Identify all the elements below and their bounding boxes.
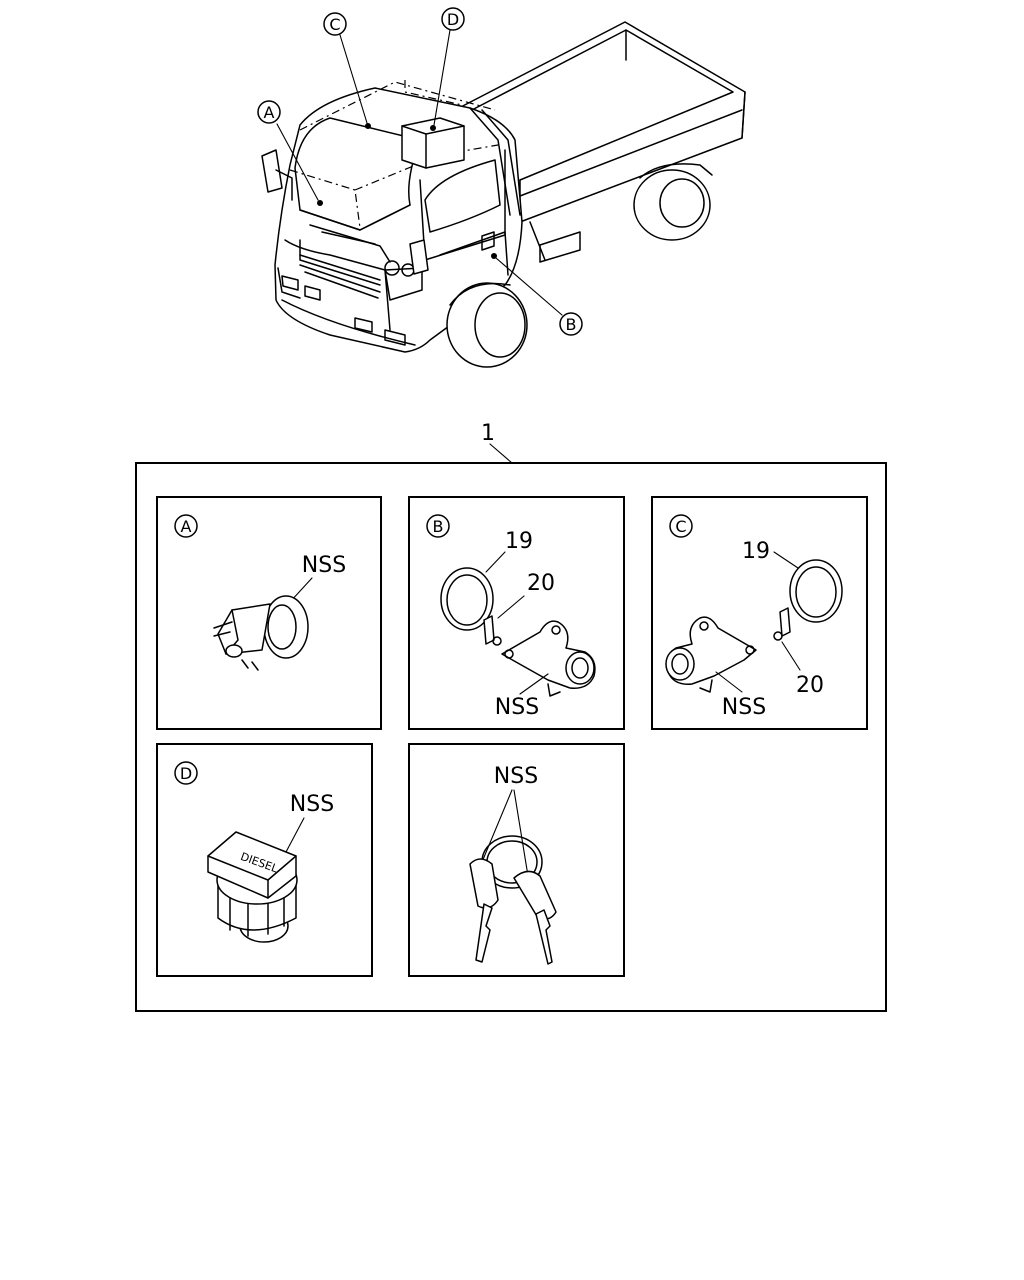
door-lock-b bbox=[501, 620, 596, 697]
key-right bbox=[513, 870, 557, 965]
panel-d-label: D bbox=[180, 764, 192, 783]
panel-b: B 19 20 NSS bbox=[408, 496, 625, 730]
panel-a: A NSS bbox=[156, 496, 382, 730]
panel-c-label: C bbox=[675, 517, 686, 536]
panel-a-part-nss: NSS bbox=[302, 553, 346, 578]
panel-keys: NSS bbox=[408, 743, 625, 977]
callout-b-label: B bbox=[566, 315, 577, 334]
panel-c-part-20: 20 bbox=[796, 673, 824, 698]
callout-a: A bbox=[257, 100, 323, 206]
seal-ring-c bbox=[789, 559, 843, 623]
panel-b-part-nss: NSS bbox=[495, 695, 539, 720]
clip-b bbox=[483, 615, 502, 646]
panel-b-part-20: 20 bbox=[527, 571, 555, 596]
rear-wheel bbox=[633, 163, 713, 241]
door-lock-c bbox=[665, 616, 757, 693]
callout-d-label: D bbox=[447, 10, 459, 29]
door-lock-cylinder-a bbox=[213, 595, 309, 671]
callout-d: D bbox=[430, 7, 465, 131]
seal-ring-b bbox=[440, 567, 494, 631]
assembly-leader bbox=[489, 443, 513, 464]
panel-c-part-nss: NSS bbox=[722, 695, 766, 720]
callout-b: B bbox=[491, 253, 583, 336]
key-left bbox=[469, 858, 499, 963]
front-wheel bbox=[446, 282, 528, 368]
panel-a-label: A bbox=[181, 517, 192, 536]
panel-c: C 19 NSS 20 bbox=[651, 496, 868, 730]
panel-b-label: B bbox=[433, 517, 444, 536]
callout-c-label: C bbox=[329, 15, 340, 34]
panel-keys-part-nss: NSS bbox=[494, 764, 538, 789]
panel-d-part-nss: NSS bbox=[290, 792, 334, 817]
callout-a-label: A bbox=[264, 103, 275, 122]
callout-c: C bbox=[323, 12, 371, 129]
panel-c-part-19: 19 bbox=[742, 539, 770, 564]
panel-b-part-19: 19 bbox=[505, 529, 533, 554]
truck-illustration bbox=[261, 21, 746, 368]
fuel-cap: DIESEL bbox=[207, 831, 298, 943]
panel-d: D NSS DIESEL bbox=[156, 743, 373, 977]
assembly-number: 1 bbox=[481, 421, 495, 446]
clip-c bbox=[773, 607, 791, 641]
